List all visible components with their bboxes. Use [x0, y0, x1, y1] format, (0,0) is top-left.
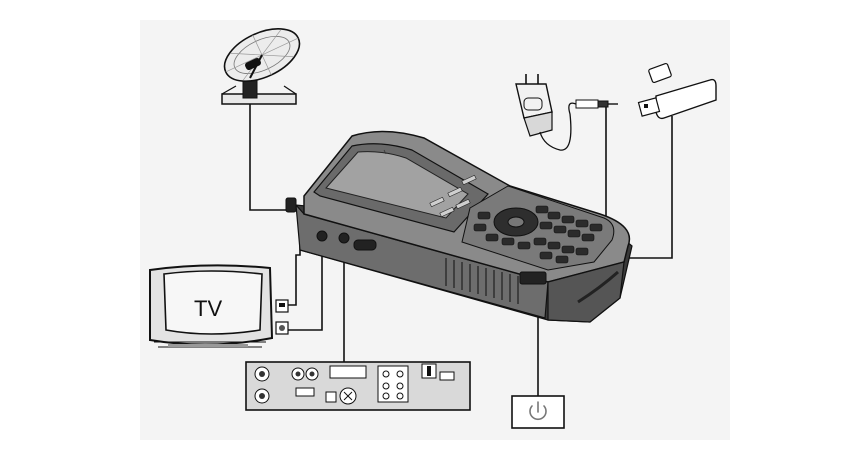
- power-button: [511, 395, 565, 429]
- satellite-dish: [221, 28, 301, 105]
- tv-label: TV: [194, 296, 222, 321]
- port-2: [338, 232, 350, 244]
- usb-drive: [637, 62, 717, 120]
- power-adapter: [515, 74, 618, 151]
- antenna-stub: [285, 197, 297, 213]
- port-1: [316, 230, 328, 242]
- usb-cable: [626, 116, 673, 259]
- receiver-back-panel: [245, 361, 471, 411]
- keypad-buttons: [473, 205, 603, 264]
- port-3: [353, 239, 377, 251]
- tv-cable-2: [288, 242, 323, 331]
- power-icon: [529, 401, 547, 421]
- television: TV: [149, 264, 289, 348]
- grip-ridges: [445, 258, 519, 304]
- satellite-meter: [285, 130, 633, 323]
- power-jack: [519, 271, 547, 285]
- status-leds: [429, 174, 477, 218]
